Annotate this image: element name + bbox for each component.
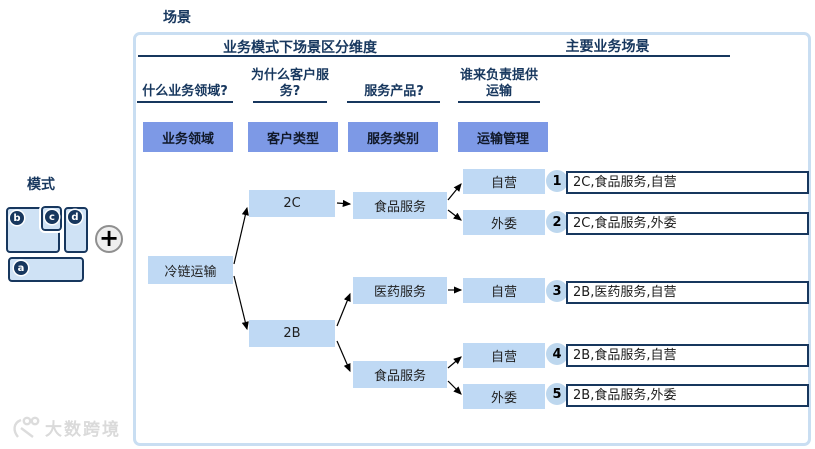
title-underline <box>138 55 730 57</box>
question-customer-type: 为什么客户服务? <box>250 68 329 99</box>
question-business-domain: 什么业务领域? <box>142 84 228 99</box>
mode-letter-c: c <box>45 210 59 224</box>
tree-node-food-2b: 食品服务 <box>353 361 447 388</box>
tree-node-medical-2b: 医药服务 <box>353 277 447 304</box>
question-underline-1 <box>137 101 233 103</box>
tree-root-cold-chain: 冷链运输 <box>148 256 233 284</box>
watermark: 大数跨境 <box>10 413 121 441</box>
result-number-1: 1 <box>546 170 568 192</box>
mode-letter-d: d <box>68 210 82 224</box>
tree-leaf-self-1: 自营 <box>463 169 545 194</box>
mode-letter-a: a <box>14 261 28 275</box>
tree-node-2b: 2B <box>249 320 335 347</box>
dimension-business-domain: 业务领域 <box>143 122 233 152</box>
tree-node-2c: 2C <box>249 190 335 217</box>
tree-leaf-self-4: 自营 <box>463 343 545 368</box>
result-number-5: 5 <box>546 383 568 405</box>
tree-leaf-outsourced-2: 外委 <box>463 210 545 235</box>
tree-leaf-outsourced-5: 外委 <box>463 384 545 409</box>
question-transport-provider: 谁来负责提供运输 <box>459 68 538 99</box>
dimension-section-title: 业务模式下场景区分维度 <box>223 40 377 56</box>
mode-title: 模式 <box>27 177 55 193</box>
question-underline-4 <box>458 101 540 103</box>
tree-node-food-2c: 食品服务 <box>353 192 447 219</box>
question-service-product: 服务产品? <box>364 84 424 99</box>
result-box-4: 2B,食品服务,自营 <box>566 344 809 367</box>
result-box-2: 2C,食品服务,外委 <box>566 212 809 235</box>
dimension-service-category: 服务类别 <box>348 122 438 152</box>
question-underline-2 <box>253 101 327 103</box>
scenario-title: 场景 <box>163 10 191 26</box>
tree-leaf-self-3: 自营 <box>463 278 545 303</box>
result-box-1: 2C,食品服务,自营 <box>566 171 809 194</box>
mode-letter-b: b <box>10 211 24 225</box>
result-box-5: 2B,食品服务,外委 <box>566 384 809 407</box>
dimension-transport-mgmt: 运输管理 <box>458 122 548 152</box>
result-number-2: 2 <box>546 211 568 233</box>
result-number-3: 3 <box>546 280 568 302</box>
watermark-logo-icon <box>13 416 40 438</box>
plus-icon: + <box>95 225 123 253</box>
dimension-customer-type: 客户类型 <box>248 122 338 152</box>
result-number-4: 4 <box>546 343 568 365</box>
main-scenarios-title: 主要业务场景 <box>565 39 650 55</box>
question-underline-3 <box>347 101 440 103</box>
result-box-3: 2B,医药服务,自营 <box>566 281 809 304</box>
watermark-text: 大数跨境 <box>45 419 121 440</box>
